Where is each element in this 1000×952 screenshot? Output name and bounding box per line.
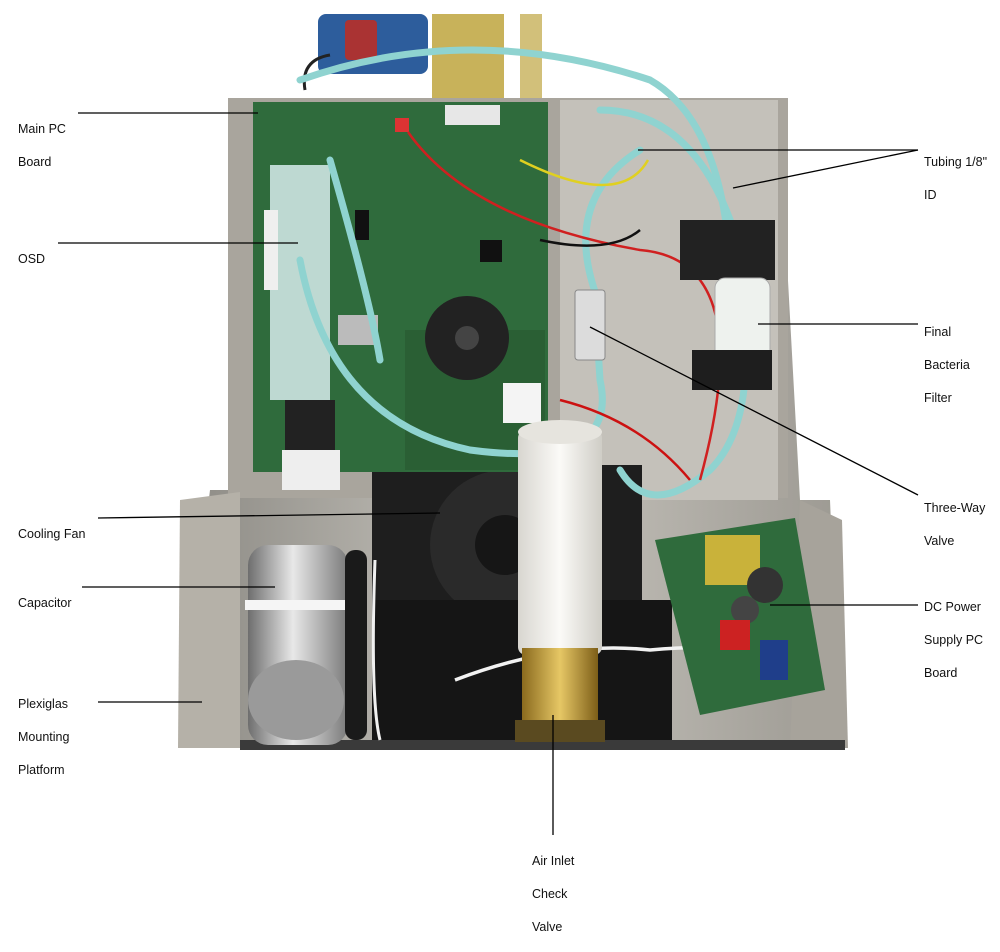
label-dc-power-supply-pc-board: DC Power Supply PC Board (924, 599, 984, 680)
label-plexiglas-mounting-platform: Plexiglas Mounting Platform (18, 696, 70, 777)
label-osd: OSD (18, 251, 46, 266)
leader-three-way-valve (589, 326, 919, 496)
label-capacitor: Capacitor (18, 595, 72, 610)
label-three-way-valve: Three-Way Valve (924, 500, 986, 548)
label-main-pc-board: Main PC Board (18, 121, 66, 169)
label-air-inlet-check-valve: Air Inlet Check Valve (532, 853, 575, 934)
three-way-valve (574, 289, 606, 361)
label-final-bacteria-filter: Final Bacteria Filter (924, 324, 970, 405)
tubing (296, 46, 750, 499)
leader-cooling-fan (97, 512, 441, 519)
leader-lines (58, 112, 919, 835)
label-tubing: Tubing 1/8" ID (924, 154, 988, 202)
air-inlet-check-valve (515, 420, 605, 742)
top-hardware (302, 14, 542, 104)
final-bacteria-filter (680, 220, 775, 390)
osd-column (264, 165, 340, 490)
dc-power-supply-board (655, 518, 825, 715)
label-cooling-fan: Cooling Fan (18, 526, 86, 541)
leader-tubing-2 (732, 149, 919, 189)
capacitor (245, 545, 367, 745)
device-photo-illustration (58, 14, 919, 835)
